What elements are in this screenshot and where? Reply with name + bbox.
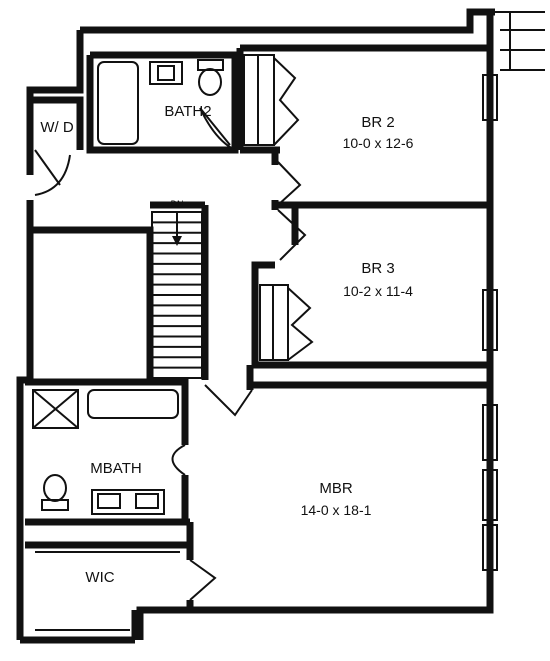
stair-direction-label: DN (171, 199, 184, 209)
windows (482, 74, 498, 571)
wd-label: W/ D (40, 119, 73, 136)
mbath-label: MBATH (90, 460, 141, 477)
br2-dimensions: 10-0 x 12-6 (343, 135, 414, 151)
mbr-dimensions: 14-0 x 18-1 (301, 502, 372, 518)
stair-arrow (172, 212, 182, 246)
exterior-steps (495, 11, 545, 71)
wic-label: WIC (85, 569, 114, 586)
fixtures (32, 59, 224, 515)
bath2-label: BATH2 (164, 103, 211, 120)
br2-name-label: BR 2 (361, 114, 394, 131)
exterior-walls (16, 8, 495, 644)
mbr-name-label: MBR (319, 480, 353, 497)
interior-walls (25, 44, 490, 640)
br3-dimensions: 10-2 x 11-4 (343, 283, 413, 299)
br3-name-label: BR 3 (361, 260, 394, 277)
closets (35, 54, 314, 631)
doors (34, 107, 307, 601)
